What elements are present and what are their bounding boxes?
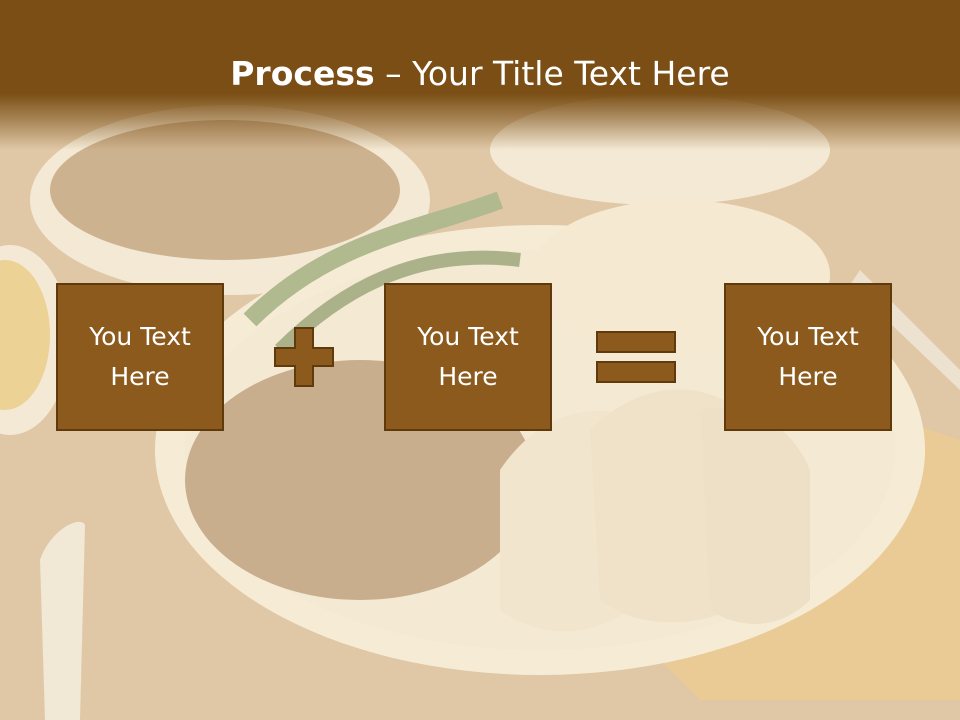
process-step-1-box[interactable]: You Text Here [56, 283, 224, 431]
title-band [0, 0, 960, 150]
equals-icon [596, 331, 676, 383]
process-step-2-box[interactable]: You Text Here [384, 283, 552, 431]
process-result-box[interactable]: You Text Here [724, 283, 892, 431]
title-rest-part: – Your Title Text Here [374, 54, 730, 93]
title-bold-part: Process [230, 54, 375, 93]
slide-title[interactable]: Process – Your Title Text Here [0, 52, 960, 96]
plus-icon [274, 327, 334, 387]
